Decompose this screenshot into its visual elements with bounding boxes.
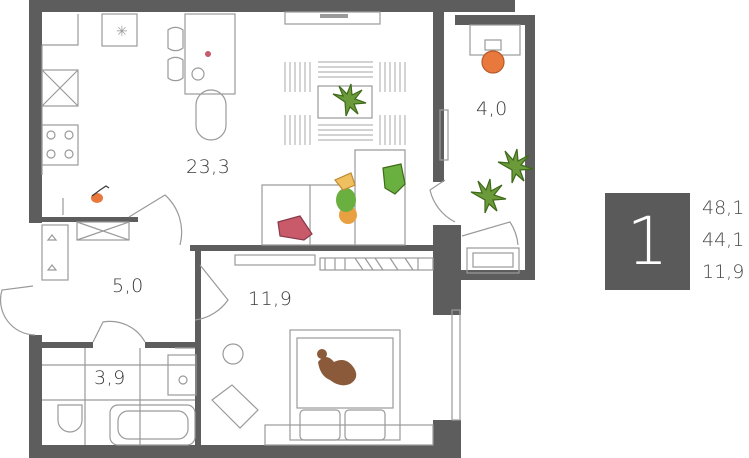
room-label-balcony: 4,0 (476, 98, 508, 120)
room-count-badge: 1 (605, 193, 690, 290)
living-area: 44,1 (702, 229, 745, 251)
room-label-bedroom: 11,9 (248, 288, 293, 310)
total-area: 48,1 (702, 197, 745, 219)
balcony-plant-icon (470, 148, 534, 214)
table-plant-icon (332, 83, 367, 117)
cat-icon (91, 185, 110, 203)
svg-text:✳: ✳ (116, 23, 128, 39)
dog-icon (317, 349, 357, 386)
person-icon (334, 172, 357, 224)
outer-walls (29, 0, 535, 458)
room-label-hall: 5,0 (112, 275, 144, 297)
room-label-kitchen-living: 23,3 (186, 156, 231, 178)
room-label-bathroom: 3,9 (94, 367, 126, 389)
room-area: 11,9 (702, 261, 745, 283)
